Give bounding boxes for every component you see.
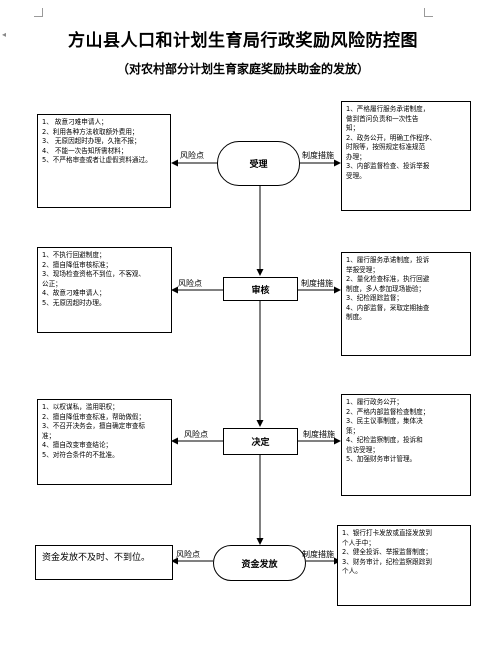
control-item: 1、履行服务承诺制度，投诉 — [346, 256, 430, 264]
control-box-payment: 1、银行打卡发放或直接发放到 个人手中； 2、健全投诉、举报监督制度； 3、财务… — [337, 525, 471, 606]
risk-label-review: 风险点 — [178, 279, 202, 288]
control-item: 1、严格履行服务承诺制度， — [346, 105, 430, 113]
control-label-payment: 制度措施 — [302, 550, 334, 559]
risk-item: 3、现场检查资格不到位，不客观、 — [42, 270, 146, 278]
control-item: 策； — [346, 426, 360, 435]
risk-item: 1、不执行回避制度； — [42, 251, 106, 259]
risk-item: 3、不召开决务会，擅自确定审查标 — [42, 422, 146, 430]
risk-item: 1、 故意刁难申请人； — [42, 118, 108, 126]
risk-item: 4、 不能一次告知所需材料； — [42, 146, 128, 155]
control-box-accept: 1、严格履行服务承诺制度， 做到首问负责和一次性告 知； 2、政务公开，明确工作… — [341, 101, 471, 211]
risk-item: 资金发放不及时、不到位。 — [42, 553, 151, 563]
control-box-review: 1、履行服务承诺制度，投诉 举报受理； 2、量化检查标准，执行回避 制度，多人参… — [341, 252, 471, 356]
control-item: 办理； — [346, 152, 366, 161]
risk-item: 2、擅自降低审查标准，帮助做假； — [42, 412, 146, 421]
control-item: 3、内部监督检查、投诉举报 — [346, 162, 430, 170]
control-item: 4、内部监督，采取定期抽查 — [346, 303, 430, 312]
control-item: 制度，多人参加现场勘验； — [346, 284, 426, 293]
control-item: 信访受理； — [346, 445, 379, 454]
control-item: 2、量化检查标准，执行回避 — [346, 275, 430, 283]
risk-box-decision: 1、以权谋私，滥用职权； 2、擅自降低审查标准，帮助做假； 3、不召开决务会，擅… — [37, 399, 172, 485]
risk-label-payment: 风险点 — [176, 550, 200, 559]
risk-item: 准； — [42, 431, 56, 440]
control-item: 个人。 — [342, 567, 362, 575]
page-corner-mark-right — [424, 8, 433, 17]
document-subtitle: （对农村部分计划生育家庭奖励扶助金的发放） — [116, 62, 369, 76]
control-label-decision: 制度措施 — [303, 430, 335, 439]
risk-item: 2、擅自降低审核标准； — [42, 260, 113, 269]
risk-label-accept: 风险点 — [180, 151, 204, 160]
control-item: 3、纪检跟踪监督； — [346, 294, 403, 302]
control-item: 知； — [346, 124, 360, 132]
control-item: 举报受理； — [346, 265, 379, 274]
risk-item: 3、 无原因超时办理，久拖不报； — [42, 137, 141, 145]
risk-box-accept: 1、 故意刁难申请人； 2、利用各种方法收取额外费用； 3、 无原因超时办理，久… — [37, 114, 171, 208]
control-item: 1、银行打卡发放或直接发放到 — [342, 529, 432, 537]
risk-item: 5、对符合条件的不批准。 — [42, 450, 119, 459]
risk-box-review: 1、不执行回避制度； 2、擅自降低审核标准； 3、现场检查资格不到位，不客观、 … — [37, 247, 172, 333]
control-item: 5、加强财务审计管理。 — [346, 455, 417, 463]
risk-item: 4、故意刁难申请人； — [42, 289, 106, 297]
control-item: 2、严格内部监督检查制度； — [346, 407, 430, 416]
control-box-decision: 1、履行政务公开； 2、严格内部监督检查制度； 3、民主议事制度，集体决 策； … — [341, 394, 471, 496]
control-item: 做到首问负责和一次性告 — [346, 114, 419, 123]
control-item: 2、健全投诉、举报监督制度； — [342, 548, 432, 556]
control-item: 3、民主议事制度，集体决 — [346, 417, 423, 425]
risk-item: 4、擅自改变审查结论； — [42, 441, 113, 449]
control-label-review: 制度措施 — [301, 279, 333, 288]
stage-accept: 受理 — [217, 141, 300, 186]
control-item: 制度。 — [346, 313, 366, 321]
edge-arrow-icon: ◂ — [2, 30, 7, 39]
stage-name: 决定 — [251, 438, 270, 448]
risk-item: 2、利用各种方法收取额外费用； — [42, 127, 139, 136]
control-item: 个人手中； — [342, 538, 375, 547]
stage-name: 审核 — [251, 285, 270, 296]
stage-name: 资金发放 — [241, 559, 278, 570]
control-item: 1、履行政务公开； — [346, 398, 403, 406]
risk-item: 1、以权谋私，滥用职权； — [42, 403, 119, 411]
risk-item: 5、无原因超时办理。 — [42, 298, 106, 307]
stage-decision: 决定 — [223, 428, 298, 455]
risk-box-payment: 资金发放不及时、不到位。 — [35, 545, 173, 580]
document-title: 方山县人口和计划生育局行政奖励风险防控图 — [68, 31, 418, 51]
control-item: 4、纪检监察制度，投诉和 — [346, 436, 423, 444]
stage-payment: 资金发放 — [213, 545, 306, 581]
stage-review: 审核 — [223, 277, 298, 301]
control-item: 2、政务公开，明确工作程序、 — [346, 133, 436, 142]
risk-label-decision: 风险点 — [184, 430, 208, 439]
control-item: 受理。 — [346, 171, 366, 180]
control-item: 时限等，按照规定标准规范 — [346, 143, 426, 151]
risk-item: 5、不严格审查或者让虚假资料通过。 — [42, 156, 152, 164]
control-label-accept: 制度措施 — [302, 151, 334, 160]
control-item: 3、财务审计，纪检监察跟踪到 — [342, 557, 432, 566]
risk-item: 公正； — [42, 279, 62, 288]
page-corner-mark-left — [34, 8, 43, 17]
stage-name: 受理 — [249, 160, 268, 170]
